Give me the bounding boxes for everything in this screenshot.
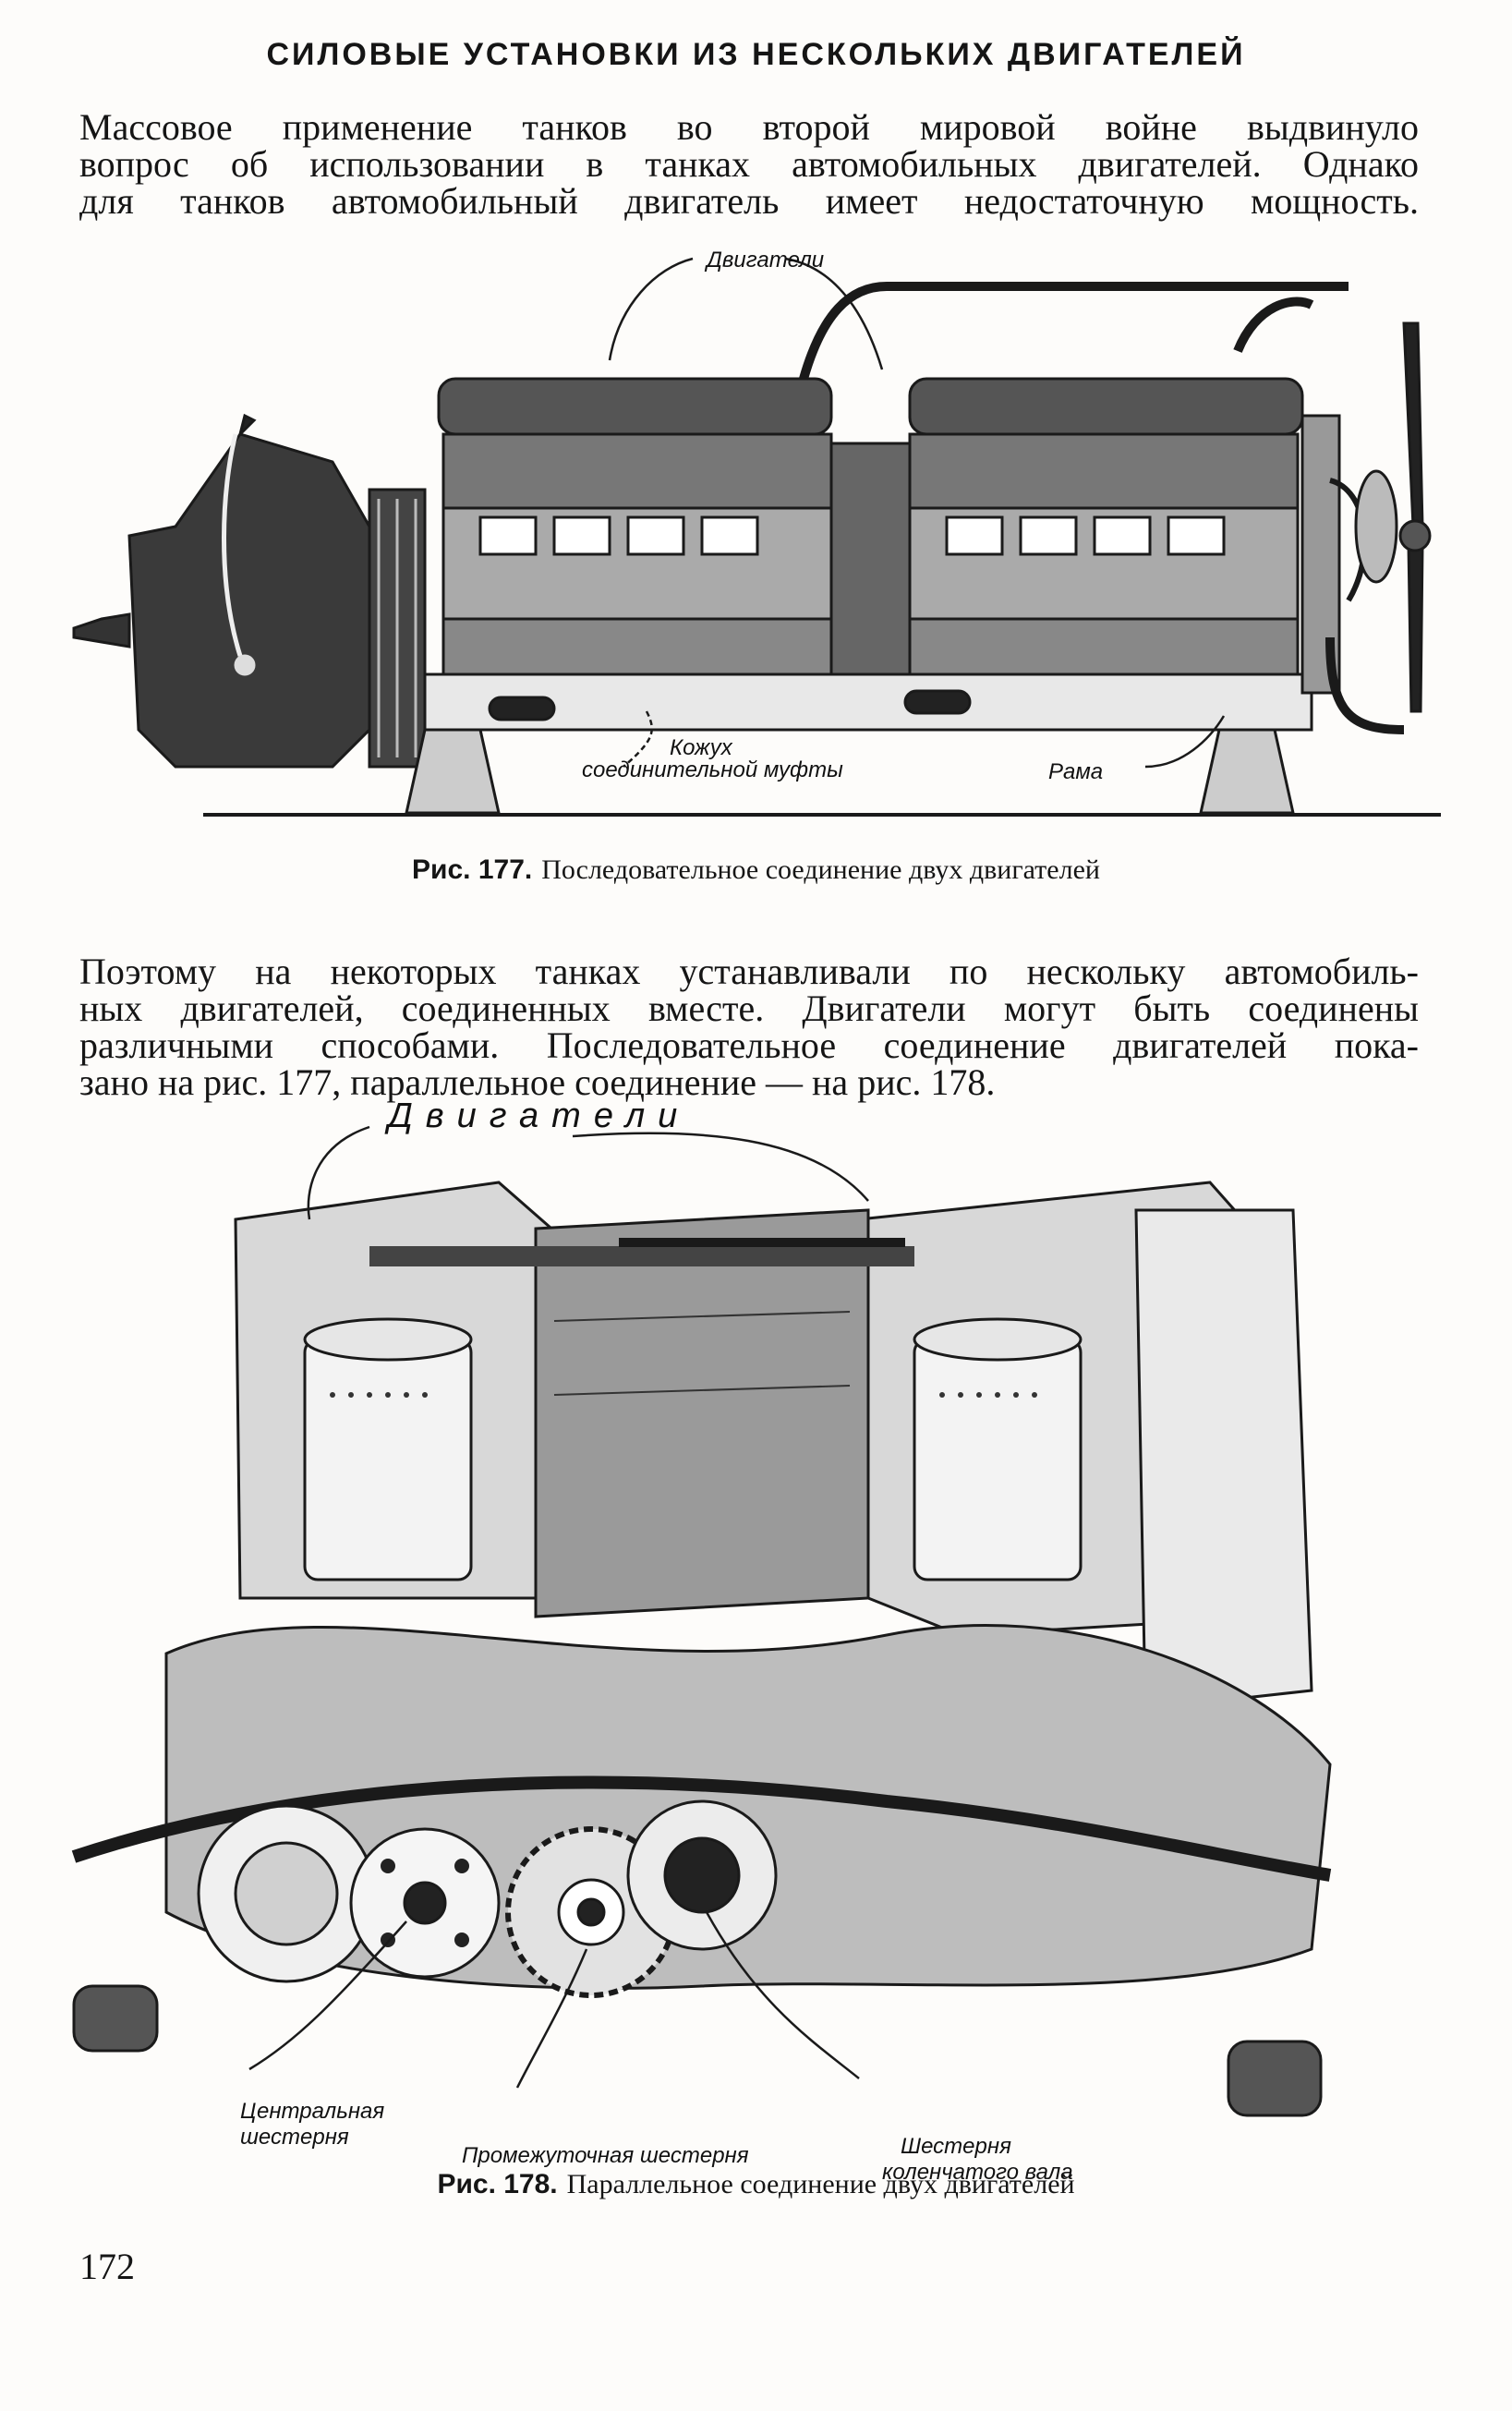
caption-text: Параллельное соединение двух двигателей [566,2169,1075,2199]
figure-178-caption: Рис. 178. Параллельное соединение двух дв… [0,2169,1512,2200]
figure-177-caption: Рис. 177. Последовательное соединение дву… [0,854,1512,886]
body-paragraph: Поэтому на некоторых танках устанавливал… [79,953,1419,1101]
figure-178-illustration: Двигатели Центральная шестерня Промежуто… [55,1098,1459,2217]
engine-serial-drawing [72,257,1441,817]
label-crank-gear-line2: коленчатого вала [882,2160,1073,2185]
label-engines-177: Двигатели [707,248,825,273]
text-line: зано на рис. 177, параллельное соединени… [79,1061,996,1103]
text-line: ных двигателей, соединенных вместе. Двиг… [79,987,1419,1029]
label-coupling-line2: соединительной муфты [582,757,843,782]
section-heading: СИЛОВЫЕ УСТАНОВКИ ИЗ НЕСКОЛЬКИХ ДВИГАТЕЛ… [266,37,1246,72]
page-number: 172 [79,2246,135,2287]
label-coupling-line1: Кожух [670,735,732,760]
text-line: для танков автомобильный двигатель имеет… [79,180,1419,222]
label-crank-gear-line1: Шестерня [901,2134,1011,2159]
label-central-gear-line1: Центральная [240,2099,385,2124]
label-engines-178: Двигатели [388,1096,691,1135]
label-central-gear-line2: шестерня [240,2125,349,2150]
caption-number: Рис. 177. [412,854,533,885]
text-line: Поэтому на некоторых танках устанавливал… [79,951,1419,992]
text-line: вопрос об использовании в танках автомоб… [79,143,1419,185]
text-line: различными способами. Последовательное с… [79,1024,1419,1066]
label-frame: Рама [1048,759,1104,784]
caption-text: Последовательное соединение двух двигате… [541,854,1100,885]
figure-177-illustration: Двигатели Кожух соединительной муфты Рам… [55,248,1459,841]
engine-parallel-drawing [71,1125,1332,2117]
caption-number: Рис. 178. [437,2169,558,2199]
label-intermediate-gear: Промежуточная шестерня [462,2143,749,2168]
intro-paragraph: Массовое применение танков во второй мир… [79,109,1419,220]
text-line: Массовое применение танков во второй мир… [79,106,1419,148]
